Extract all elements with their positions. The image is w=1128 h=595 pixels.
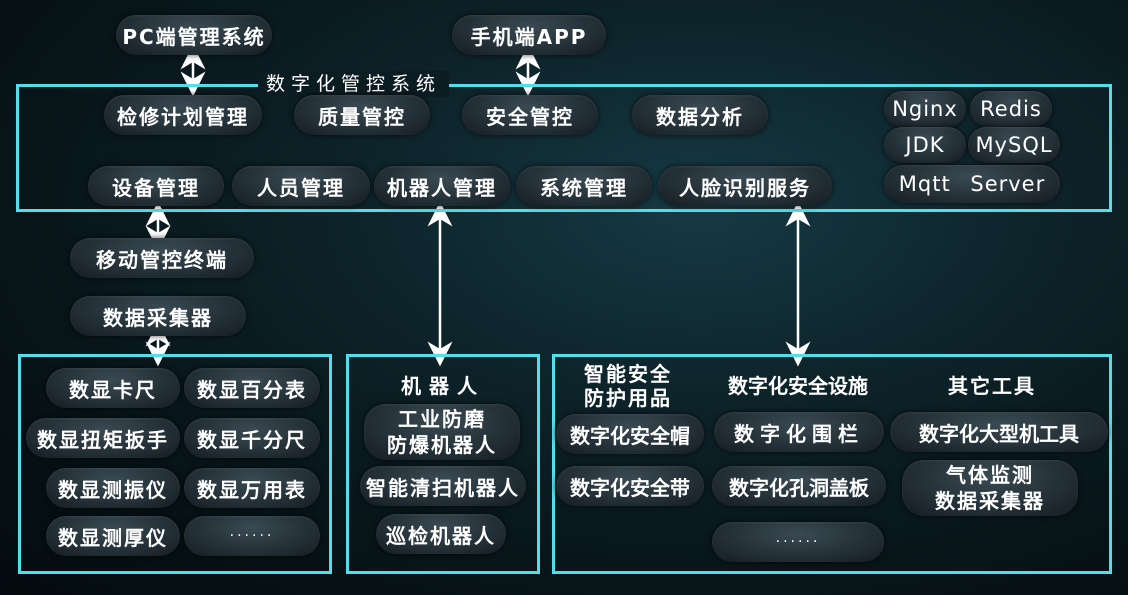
tech-jdk: JDK — [884, 127, 966, 163]
safety-box — [552, 354, 1112, 574]
robots-title: 机器人 — [401, 374, 485, 398]
mobile-control-terminal: 移动管控终端 — [70, 238, 254, 278]
safety-col3-title: 其它工具 — [948, 374, 1036, 398]
tool-torque-wrench: 数显扭矩扳手 — [26, 418, 180, 458]
safety-belt: 数字化安全带 — [556, 466, 704, 506]
data-collector: 数据采集器 — [70, 296, 246, 336]
tool-more: ······ — [184, 516, 320, 556]
safety-fence: 数字化围栏 — [714, 412, 884, 452]
module-system: 系统管理 — [516, 166, 652, 206]
module-quality-control: 质量管控 — [294, 95, 430, 135]
robot-anti-wear-label: 工业防磨 防爆机器人 — [387, 407, 497, 457]
robot-smart-cleaning: 智能清扫机器人 — [360, 466, 526, 506]
tech-redis: Redis — [970, 91, 1052, 127]
module-personnel: 人员管理 — [232, 166, 370, 206]
safety-col2-title: 数字化安全设施 — [728, 374, 868, 398]
module-face-recognition: 人脸识别服务 — [658, 166, 832, 206]
tech-mqtt-server: Mqtt Server — [884, 165, 1060, 203]
module-safety-control: 安全管控 — [462, 95, 598, 135]
digital-tools-box — [18, 354, 332, 574]
safety-col1-title: 智能安全 防护用品 — [584, 362, 672, 410]
gas-monitoring-label: 气体监测 数据采集器 — [935, 463, 1045, 513]
tool-thickness-gauge: 数显测厚仪 — [46, 516, 180, 556]
tool-large-machine: 数字化大型机工具 — [890, 412, 1108, 452]
module-robot: 机器人管理 — [374, 166, 510, 206]
tool-multimeter: 数显万用表 — [184, 468, 320, 508]
robots-box — [346, 354, 540, 574]
tool-micrometer: 数显千分尺 — [184, 418, 320, 458]
safety-hole-cover: 数字化孔洞盖板 — [712, 466, 886, 506]
safety-more: ······ — [712, 522, 884, 562]
robot-anti-wear-explosion-proof: 工业防磨 防爆机器人 — [364, 404, 520, 460]
module-equipment: 设备管理 — [88, 166, 224, 206]
mobile-app: 手机端APP — [452, 15, 606, 55]
tech-mysql: MySQL — [968, 127, 1060, 163]
tool-dial-indicator: 数显百分表 — [184, 368, 320, 408]
safety-helmet: 数字化安全帽 — [556, 414, 704, 454]
pc-management-system: PC端管理系统 — [116, 15, 272, 55]
digital-control-system-box — [16, 84, 1112, 212]
tool-vibrometer: 数显测振仪 — [46, 468, 180, 508]
tool-caliper: 数显卡尺 — [46, 368, 180, 408]
module-data-analysis: 数据分析 — [632, 95, 768, 135]
system-title: 数字化管控系统 — [258, 71, 450, 97]
gas-monitoring-collector: 气体监测 数据采集器 — [902, 460, 1078, 516]
tech-nginx: Nginx — [884, 91, 966, 127]
robot-inspection: 巡检机器人 — [376, 514, 506, 554]
module-maintenance-plan: 检修计划管理 — [104, 95, 262, 135]
